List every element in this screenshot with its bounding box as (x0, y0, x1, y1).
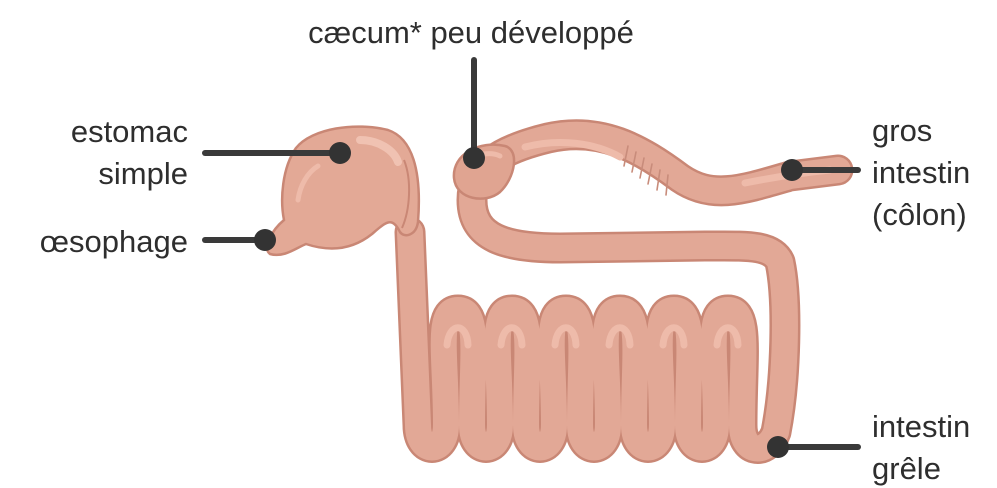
label-small-intestine-line1: intestin (872, 409, 970, 444)
label-large-intestine-line2: intestin (872, 155, 970, 190)
dot-caecum (463, 147, 485, 169)
dot-small-intestine (767, 436, 789, 458)
dot-stomach (329, 142, 351, 164)
caecum (454, 145, 514, 199)
dot-large-intestine (781, 159, 803, 181)
label-stomach-line1: estomac (71, 114, 188, 149)
label-stomach-line2: simple (98, 156, 188, 191)
label-oesophagus: œsophage (40, 224, 188, 259)
dot-oesophagus (254, 229, 276, 251)
label-caecum: cæcum* peu développé (308, 15, 634, 50)
label-large-intestine-line3: (côlon) (872, 197, 967, 232)
label-large-intestine-line1: gros (872, 113, 932, 148)
digestive-tract (267, 127, 838, 449)
label-small-intestine-line2: grêle (872, 451, 941, 486)
